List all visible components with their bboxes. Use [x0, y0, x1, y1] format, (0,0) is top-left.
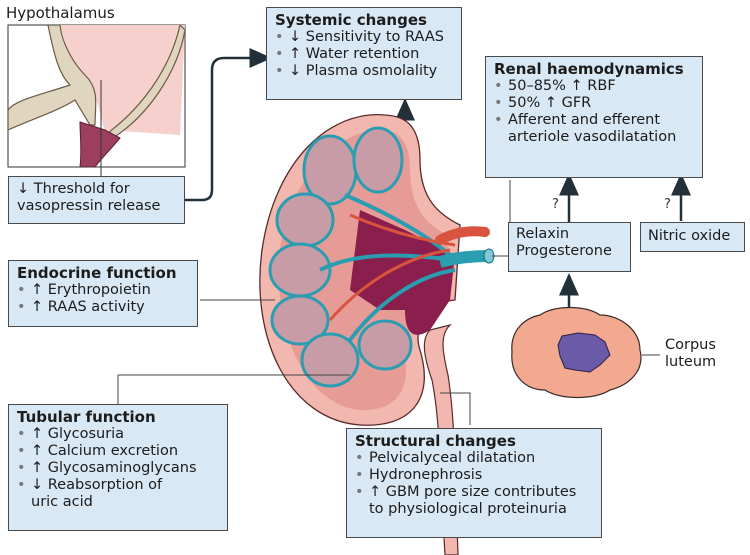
structural-item: • Pelvicalyceal dilatation — [355, 450, 593, 467]
corpus-luteum-label: Corpus luteum — [665, 337, 716, 371]
bullet: • — [355, 484, 364, 500]
relaxin-progesterone-box: Relaxin Progesterone — [508, 222, 631, 272]
leader-tubular — [117, 374, 350, 405]
tubular-function-title: Tubular function — [17, 408, 156, 426]
tubular-item: • ↑ Glycosuria — [17, 426, 219, 443]
renal-haemodynamics-title: Renal haemodynamics — [494, 60, 684, 78]
tubular-item: • ↑ Calcium excretion — [17, 443, 219, 460]
vasopressin-line-1: ↓ Threshold for — [17, 181, 130, 197]
renal-item: • Afferent and efferent arteriole vasodil… — [494, 112, 694, 146]
structural-changes-title: Structural changes — [355, 432, 516, 450]
bullet: • — [17, 282, 26, 298]
systemic-item-text: ↓ Sensitivity to RAAS — [289, 29, 444, 45]
systemic-changes-title: Systemic changes — [275, 11, 427, 29]
endocrine-item: • ↑ Erythropoietin — [17, 282, 189, 299]
bullet: • — [17, 460, 26, 476]
bullet: • — [17, 443, 26, 459]
nitric-oxide-box: Nitric oxide — [640, 222, 745, 252]
arrow-to-systemic — [185, 48, 272, 202]
endocrine-item: • ↑ RAAS activity — [17, 299, 189, 316]
structural-item-text: ↑ GBM pore size contributes to physiolog… — [369, 484, 577, 517]
renal-item: • 50% ↑ GFR — [494, 95, 694, 112]
leader-structural — [440, 392, 471, 425]
systemic-item: • ↑ Water retention — [275, 46, 453, 63]
bullet: • — [494, 95, 503, 111]
renal-item-text: Afferent and efferent arteriole vasodila… — [508, 112, 677, 145]
endocrine-item-text: ↑ RAAS activity — [31, 299, 145, 315]
endocrine-function-box: Endocrine function • ↑ Erythropoietin • ↑ … — [8, 260, 198, 327]
progesterone-line: Progesterone — [516, 243, 612, 259]
tubular-function-box: Tubular function • ↑ Glycosuria • ↑ Calciu… — [8, 404, 228, 531]
bullet: • — [355, 467, 364, 483]
tubular-item-text: ↑ Calcium excretion — [31, 443, 179, 459]
bullet: • — [17, 477, 26, 493]
bullet: • — [275, 63, 284, 79]
tubular-item: • ↓ Reabsorption of uric acid — [17, 477, 181, 511]
bullet: • — [17, 426, 26, 442]
corpus-line-1: Corpus — [665, 337, 716, 353]
tubular-item: • ↑ Glycosaminoglycans — [17, 460, 219, 477]
tubular-item-text: ↑ Glycosaminoglycans — [31, 460, 197, 476]
systemic-item: • ↓ Sensitivity to RAAS — [275, 29, 453, 46]
relaxin-line: Relaxin — [516, 226, 570, 242]
endocrine-function-title: Endocrine function — [17, 264, 177, 282]
bullet: • — [275, 29, 284, 45]
nitric-question-mark: ? — [664, 197, 671, 212]
structural-item: • Hydronephrosis — [355, 467, 593, 484]
hypothalamus-label: Hypothalamus — [6, 4, 115, 22]
structural-item-text: Pelvicalyceal dilatation — [369, 450, 536, 466]
corpus-line-2: luteum — [665, 354, 717, 370]
relaxin-question-mark: ? — [552, 197, 559, 212]
structural-item-text: Hydronephrosis — [369, 467, 483, 483]
renal-item: • 50–85% ↑ RBF — [494, 78, 694, 95]
nitric-oxide-text: Nitric oxide — [648, 228, 731, 244]
bullet: • — [494, 78, 503, 94]
systemic-changes-box: Systemic changes •↓ Sensitivity to RAAS … — [266, 7, 462, 100]
systemic-item: • ↓ Plasma osmolality — [275, 63, 453, 80]
hypothalamus-illustration — [7, 24, 186, 176]
renal-item-text: 50% ↑ GFR — [508, 95, 592, 111]
vasopressin-line-2: vasopressin release — [17, 198, 161, 214]
renal-item-text: 50–85% ↑ RBF — [508, 78, 616, 94]
structural-item: • ↑ GBM pore size contributes to physiolo… — [355, 484, 593, 518]
systemic-item-text: ↑ Water retention — [289, 46, 420, 62]
structural-changes-box: Structural changes • Pelvicalyceal dilata… — [346, 428, 602, 538]
vasopressin-threshold-box: ↓ Threshold for vasopressin release — [8, 176, 185, 224]
renal-haemodynamics-box: Renal haemodynamics • 50–85% ↑ RBF • 50% ↑… — [485, 56, 703, 178]
endocrine-item-text: ↑ Erythropoietin — [31, 282, 151, 298]
bullet: • — [275, 46, 284, 62]
bullet: • — [17, 299, 26, 315]
bullet: • — [355, 450, 364, 466]
bullet: • — [494, 112, 503, 128]
corpus-luteum-illustration — [511, 306, 660, 399]
tubular-item-text: ↓ Reabsorption of uric acid — [31, 477, 163, 510]
systemic-item-text: ↓ Plasma osmolality — [289, 63, 438, 79]
tubular-item-text: ↑ Glycosuria — [31, 426, 125, 442]
